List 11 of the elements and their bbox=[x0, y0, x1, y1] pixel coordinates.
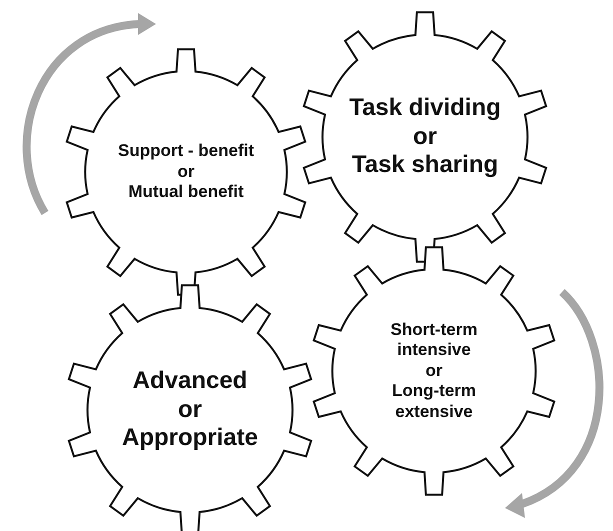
gear-label: or bbox=[413, 122, 437, 152]
gear-label: Advanced bbox=[132, 366, 248, 396]
gear-label: or bbox=[178, 162, 194, 182]
gear-label: Long-term extensive bbox=[390, 381, 478, 422]
gear-label: Task sharing bbox=[352, 151, 498, 180]
gear-label: Support - benefit bbox=[118, 141, 254, 162]
gear-label: Mutual benefit bbox=[128, 182, 244, 203]
gear-label: Task dividing bbox=[349, 94, 501, 123]
gear-label: or bbox=[178, 396, 202, 424]
gear-label: or bbox=[426, 360, 442, 382]
gear-label: Appropriate bbox=[122, 424, 258, 454]
